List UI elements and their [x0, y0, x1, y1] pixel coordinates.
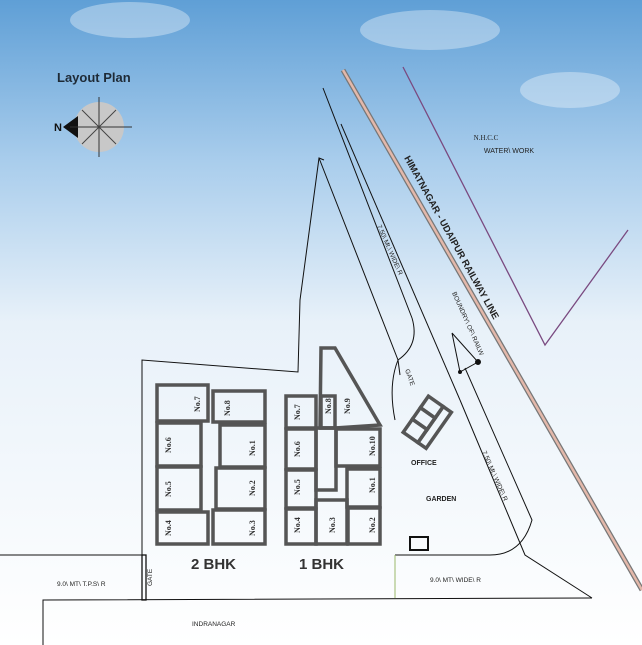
- water-work-label-2: WATER\ WORK: [484, 148, 534, 155]
- garden-label: GARDEN: [426, 496, 456, 503]
- north-label: N: [54, 122, 62, 134]
- unit-label: No.2: [368, 517, 377, 533]
- block-label-1bhk: 1 BHK: [299, 556, 344, 573]
- unit-label: No.6: [164, 437, 173, 453]
- unit-label: No.5: [164, 481, 173, 497]
- water-work-boundary: [402, 66, 629, 347]
- unit-label: No.7: [293, 404, 302, 420]
- unit-label: No.4: [293, 517, 302, 533]
- garden-structure: [409, 536, 429, 551]
- unit-label: No.7: [193, 396, 202, 412]
- tps-road-label: 9.0\ MT\ T.P.S\ R: [57, 581, 106, 588]
- unit-label: No.5: [293, 479, 302, 495]
- unit-label: No.1: [368, 477, 377, 493]
- unit-label: No.4: [164, 520, 173, 536]
- unit-label: No.3: [248, 520, 257, 536]
- office-building: [400, 393, 454, 451]
- office-label: OFFICE: [411, 460, 437, 467]
- water-work-label-1: N.H.C.C: [474, 134, 499, 142]
- unit-label: No.8: [223, 400, 232, 416]
- layout-plan-title: Layout Plan: [57, 70, 131, 85]
- site-boundaries: [0, 87, 593, 645]
- block-1bhk: No.7 No.6 No.5 No.4 No.8 No.3 No.9 No.10…: [284, 346, 383, 573]
- block-2bhk: No.7 No.6 No.5 No.4 No.8 No.1 No.2 No.3 …: [155, 383, 267, 573]
- gate-label-bottom: GATE: [147, 568, 154, 586]
- unit-label: No.1: [248, 440, 257, 456]
- unit-label: No.10: [368, 436, 377, 456]
- wide-road-label: 9.0\ MT\ WIDE\ R: [430, 577, 481, 584]
- block-label-2bhk: 2 BHK: [191, 556, 236, 573]
- unit-label: No.6: [293, 441, 302, 457]
- indranagar-label: INDRANAGAR: [192, 621, 236, 628]
- unit-label: No.9: [343, 398, 352, 414]
- railway-line: [340, 68, 642, 592]
- unit-label: No.3: [328, 517, 337, 533]
- unit-label: No.2: [248, 480, 257, 496]
- unit-label: No.8: [324, 398, 333, 414]
- compass-icon: N: [54, 97, 132, 157]
